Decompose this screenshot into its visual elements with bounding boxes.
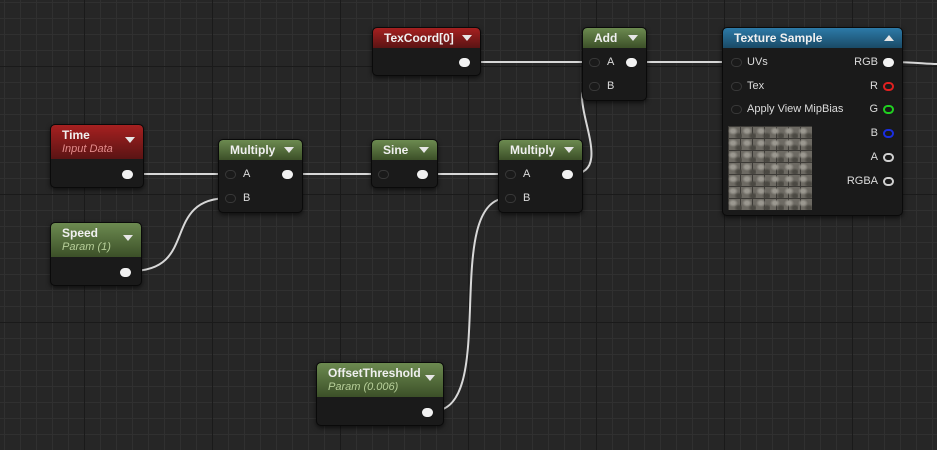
sine-input-pin[interactable]: [378, 170, 389, 179]
speed-output-pin[interactable]: [120, 268, 131, 277]
time-subtitle: Input Data: [62, 143, 113, 155]
texture-input-label-tex: Tex: [747, 80, 765, 92]
speed-header[interactable]: Speed Param (1): [51, 223, 141, 257]
texture-output-pin-rgb[interactable]: [883, 58, 894, 67]
texcoord-header[interactable]: TexCoord[0]: [373, 28, 480, 48]
chevron-down-icon[interactable]: [564, 147, 574, 153]
sine-node[interactable]: Sine: [371, 139, 438, 188]
multiply2-pin-b-label: B: [523, 192, 531, 204]
add-pin-b-label: B: [607, 80, 615, 92]
multiply1-input-pin-b[interactable]: [225, 194, 236, 203]
chevron-down-icon[interactable]: [123, 235, 133, 241]
multiply2-title: Multiply: [510, 143, 556, 157]
chevron-down-icon[interactable]: [419, 147, 429, 153]
sine-title: Sine: [383, 143, 409, 157]
chevron-down-icon[interactable]: [125, 137, 135, 143]
texture-input-pin-uvs[interactable]: [731, 58, 742, 67]
speed-node[interactable]: Speed Param (1): [50, 222, 142, 286]
texcoord-title: TexCoord[0]: [384, 31, 454, 45]
multiply2-input-pin-b[interactable]: [505, 194, 516, 203]
chevron-down-icon[interactable]: [284, 147, 294, 153]
multiply2-input-pin-a[interactable]: [505, 170, 516, 179]
wire-offset-to-multiply2: [432, 197, 509, 412]
offset-threshold-header[interactable]: OffsetThreshold Param (0.006): [317, 363, 443, 397]
texture-input-label-uvs: UVs: [747, 56, 768, 68]
multiply2-header[interactable]: Multiply: [499, 140, 582, 160]
add-node[interactable]: Add A B: [582, 27, 647, 101]
add-input-pin-a[interactable]: [589, 58, 600, 67]
texture-output-label-rgba: RGBA: [846, 175, 878, 187]
texture-input-pin-mipbias[interactable]: [731, 105, 742, 114]
multiply1-title: Multiply: [230, 143, 276, 157]
texture-sample-title: Texture Sample: [734, 31, 823, 45]
texture-output-pin-b[interactable]: [883, 129, 894, 138]
texture-output-label-rgb: RGB: [854, 56, 878, 68]
multiply1-pin-a-label: A: [243, 168, 251, 180]
sine-output-pin[interactable]: [417, 170, 428, 179]
texture-output-pin-r[interactable]: [883, 82, 894, 91]
multiply1-pin-b-label: B: [243, 192, 251, 204]
multiply1-output-pin[interactable]: [282, 170, 293, 179]
texture-sample-header[interactable]: Texture Sample: [723, 28, 902, 48]
time-header[interactable]: Time Input Data: [51, 125, 143, 159]
texture-preview-thumbnail: [728, 126, 812, 210]
add-header[interactable]: Add: [583, 28, 646, 48]
texture-output-pin-a[interactable]: [883, 153, 894, 162]
multiply2-pin-a-label: A: [523, 168, 531, 180]
offset-threshold-title: OffsetThreshold: [328, 366, 421, 380]
add-output-pin[interactable]: [626, 58, 637, 67]
texture-output-pin-rgba[interactable]: [883, 177, 894, 186]
add-pin-a-label: A: [607, 56, 615, 68]
wire-speed-to-multiply1: [130, 197, 230, 272]
texture-output-label-r: R: [870, 80, 878, 92]
texture-output-label-g: G: [869, 103, 878, 115]
chevron-down-icon[interactable]: [462, 35, 472, 41]
multiply1-header[interactable]: Multiply: [219, 140, 302, 160]
speed-subtitle: Param (1): [62, 241, 111, 253]
offset-threshold-output-pin[interactable]: [422, 408, 433, 417]
multiply1-input-pin-a[interactable]: [225, 170, 236, 179]
chevron-down-icon[interactable]: [425, 375, 435, 381]
add-title: Add: [594, 31, 618, 45]
speed-title: Speed: [62, 226, 99, 240]
multiply2-node[interactable]: Multiply A B: [498, 139, 583, 213]
chevron-up-icon[interactable]: [884, 35, 894, 41]
texture-input-label-mipbias: Apply View MipBias: [747, 103, 844, 115]
multiply1-node[interactable]: Multiply A B: [218, 139, 303, 213]
texture-sample-node[interactable]: Texture Sample UVs Tex Apply View MipBia…: [722, 27, 903, 216]
texcoord-output-pin[interactable]: [459, 58, 470, 67]
offset-threshold-subtitle: Param (0.006): [328, 381, 399, 393]
texcoord-node[interactable]: TexCoord[0]: [372, 27, 481, 76]
offset-threshold-node[interactable]: OffsetThreshold Param (0.006): [316, 362, 444, 426]
time-title: Time: [62, 128, 90, 142]
chevron-down-icon[interactable]: [628, 35, 638, 41]
multiply2-output-pin[interactable]: [562, 170, 573, 179]
sine-header[interactable]: Sine: [372, 140, 437, 160]
time-output-pin[interactable]: [122, 170, 133, 179]
texture-output-pin-g[interactable]: [883, 105, 894, 114]
texture-input-pin-tex[interactable]: [731, 82, 742, 91]
time-node[interactable]: Time Input Data: [50, 124, 144, 188]
texture-output-label-a: A: [870, 151, 878, 163]
texture-output-label-b: B: [870, 127, 878, 139]
add-input-pin-b[interactable]: [589, 82, 600, 91]
